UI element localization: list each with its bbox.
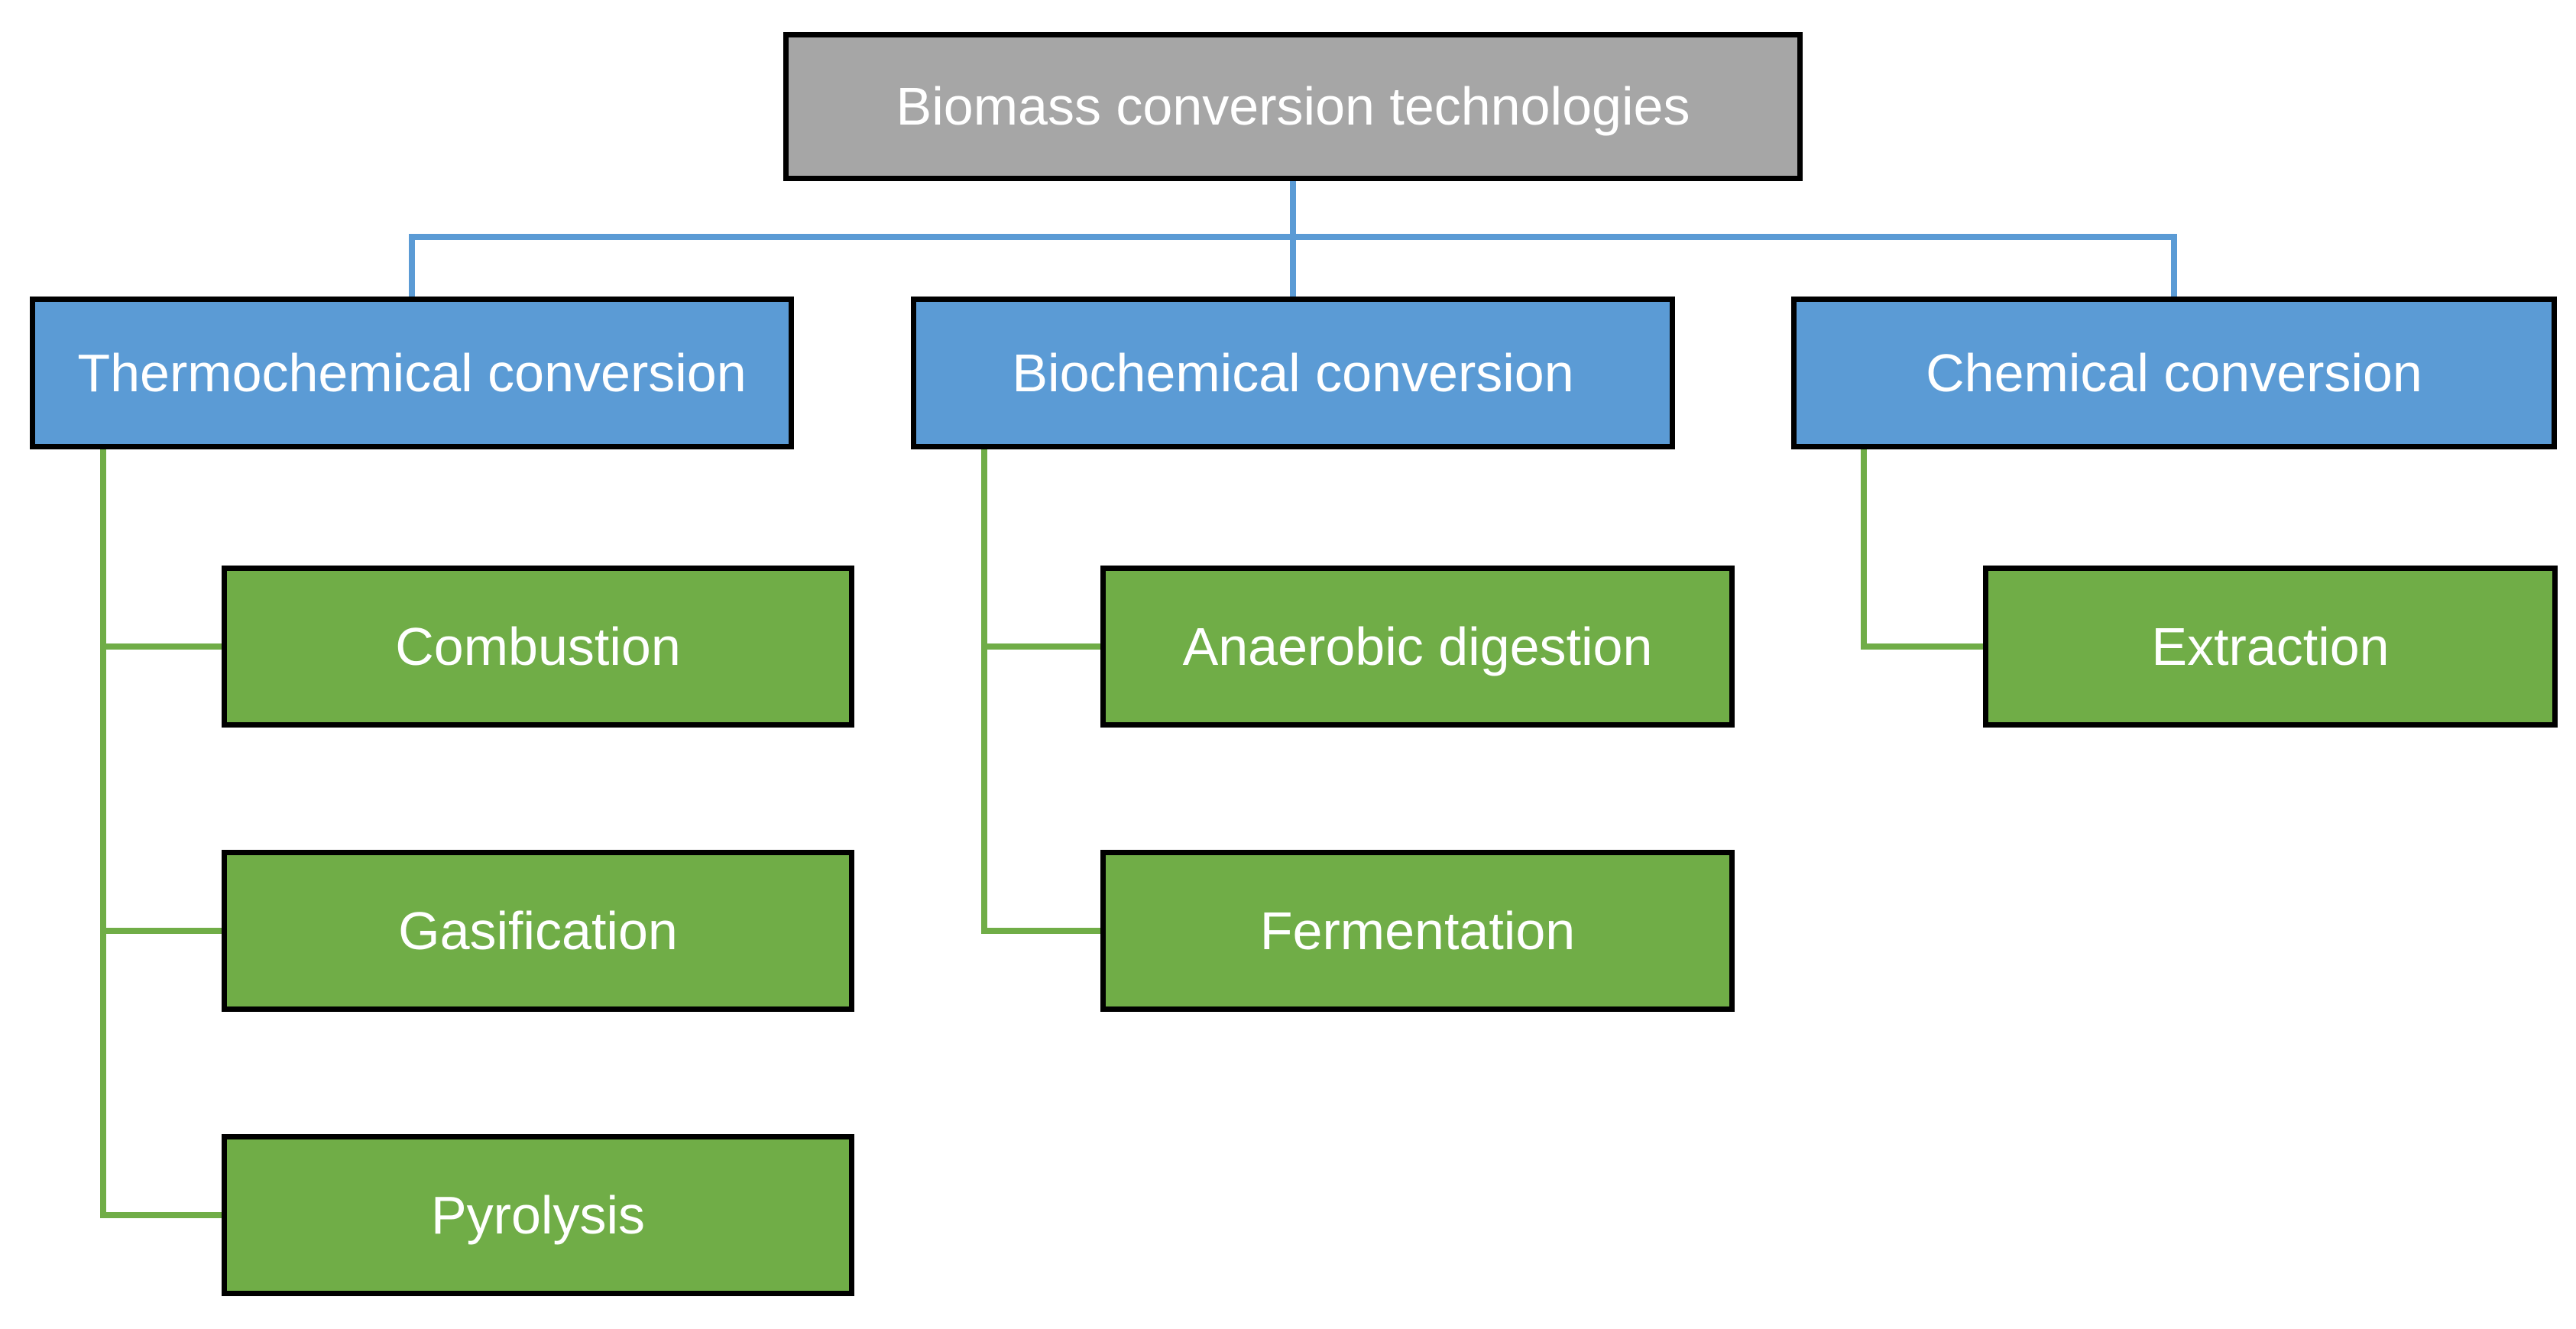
connector-extraction-stub	[1861, 643, 1983, 650]
node-branch-biochemical-conversion: Biochemical conversion	[911, 297, 1675, 449]
connector-chemical-drop	[2171, 234, 2177, 297]
connector-pyrolysis-stub	[100, 1212, 222, 1218]
node-label: Thermochemical conversion	[77, 342, 747, 403]
node-leaf-anaerobic-digestion: Anaerobic digestion	[1100, 566, 1735, 728]
node-leaf-combustion: Combustion	[222, 566, 854, 728]
node-leaf-gasification: Gasification	[222, 850, 854, 1012]
connector-gasification-stub	[100, 928, 222, 934]
node-root-biomass-conversion-technologies: Biomass conversion technologies	[783, 32, 1803, 181]
connector-chemical-trunk	[1861, 449, 1867, 650]
connector-combustion-stub	[100, 643, 222, 650]
node-label: Fermentation	[1259, 900, 1576, 961]
node-leaf-pyrolysis: Pyrolysis	[222, 1134, 854, 1296]
node-label: Biomass conversion technologies	[896, 76, 1690, 136]
node-label: Combustion	[395, 616, 681, 676]
node-branch-chemical-conversion: Chemical conversion	[1791, 297, 2557, 449]
node-leaf-fermentation: Fermentation	[1100, 850, 1735, 1012]
node-branch-thermochemical-conversion: Thermochemical conversion	[30, 297, 794, 449]
connector-biochem-trunk	[981, 449, 987, 934]
connector-thermo-trunk	[100, 449, 106, 1218]
connector-branch-bus	[409, 234, 2177, 240]
node-label: Chemical conversion	[1926, 342, 2422, 403]
node-leaf-extraction: Extraction	[1983, 566, 2558, 728]
connector-thermo-drop	[409, 234, 415, 297]
connector-fermentation-stub	[981, 928, 1100, 934]
node-label: Anaerobic digestion	[1182, 616, 1653, 676]
connector-anaerobic-stub	[981, 643, 1100, 650]
node-label: Extraction	[2151, 616, 2390, 676]
node-label: Biochemical conversion	[1012, 342, 1574, 403]
node-label: Pyrolysis	[430, 1185, 646, 1245]
node-label: Gasification	[398, 900, 678, 961]
